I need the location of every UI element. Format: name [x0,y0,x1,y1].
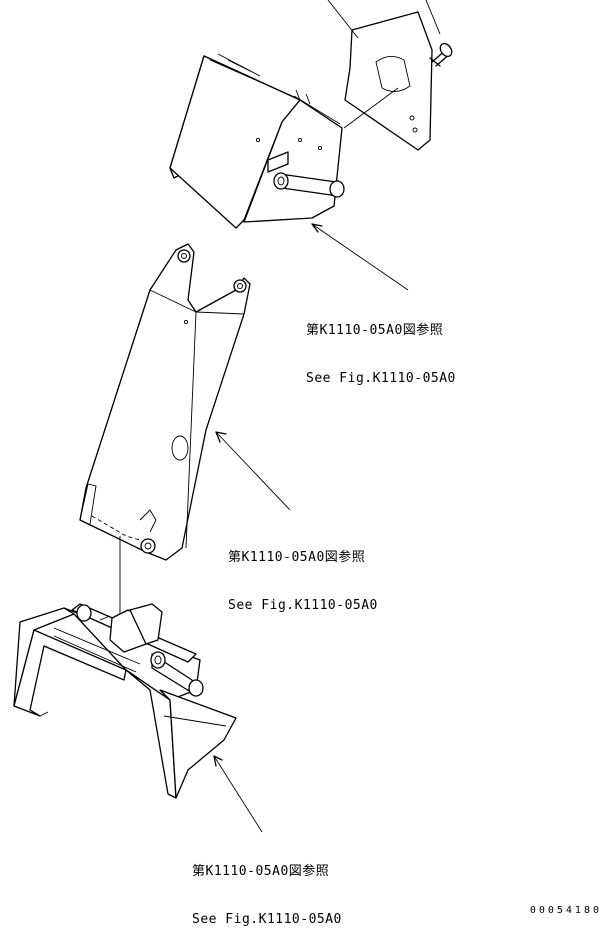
callout-2: 第K1110-05A0図参照 See Fig.K1110-05A0 [228,518,378,630]
arrow-callout-3 [213,755,223,767]
callout-3-japanese: 第K1110-05A0図参照 [192,864,330,879]
leader-line-cover [327,0,359,39]
callout-3-english: See Fig.K1110-05A0 [192,912,342,927]
bolt [429,42,453,67]
hidden-line-arm [91,515,141,541]
base-frame [13,603,237,799]
assembly-line-cover [343,87,399,129]
arrow-callout-2 [215,431,227,443]
leader-line-callout-2 [215,431,291,511]
arrow-callout-1 [311,223,323,233]
leader-line-callout-1 [311,223,409,291]
leader-line-bolt [425,0,441,35]
drawing-number: 00054180 [529,905,602,916]
callout-3: 第K1110-05A0図参照 See Fig.K1110-05A0 [192,832,342,944]
callout-2-japanese: 第K1110-05A0図参照 [228,550,366,565]
boom-arm [79,243,251,561]
exploded-parts-diagram [13,0,453,833]
callout-1: 第K1110-05A0図参照 See Fig.K1110-05A0 [306,291,456,403]
callout-1-japanese: 第K1110-05A0図参照 [306,323,444,338]
cover-plate [344,11,433,151]
top-box-bracket [169,53,345,229]
leader-line-callout-3 [213,755,263,833]
callout-1-english: See Fig.K1110-05A0 [306,371,456,386]
callout-2-english: See Fig.K1110-05A0 [228,598,378,613]
